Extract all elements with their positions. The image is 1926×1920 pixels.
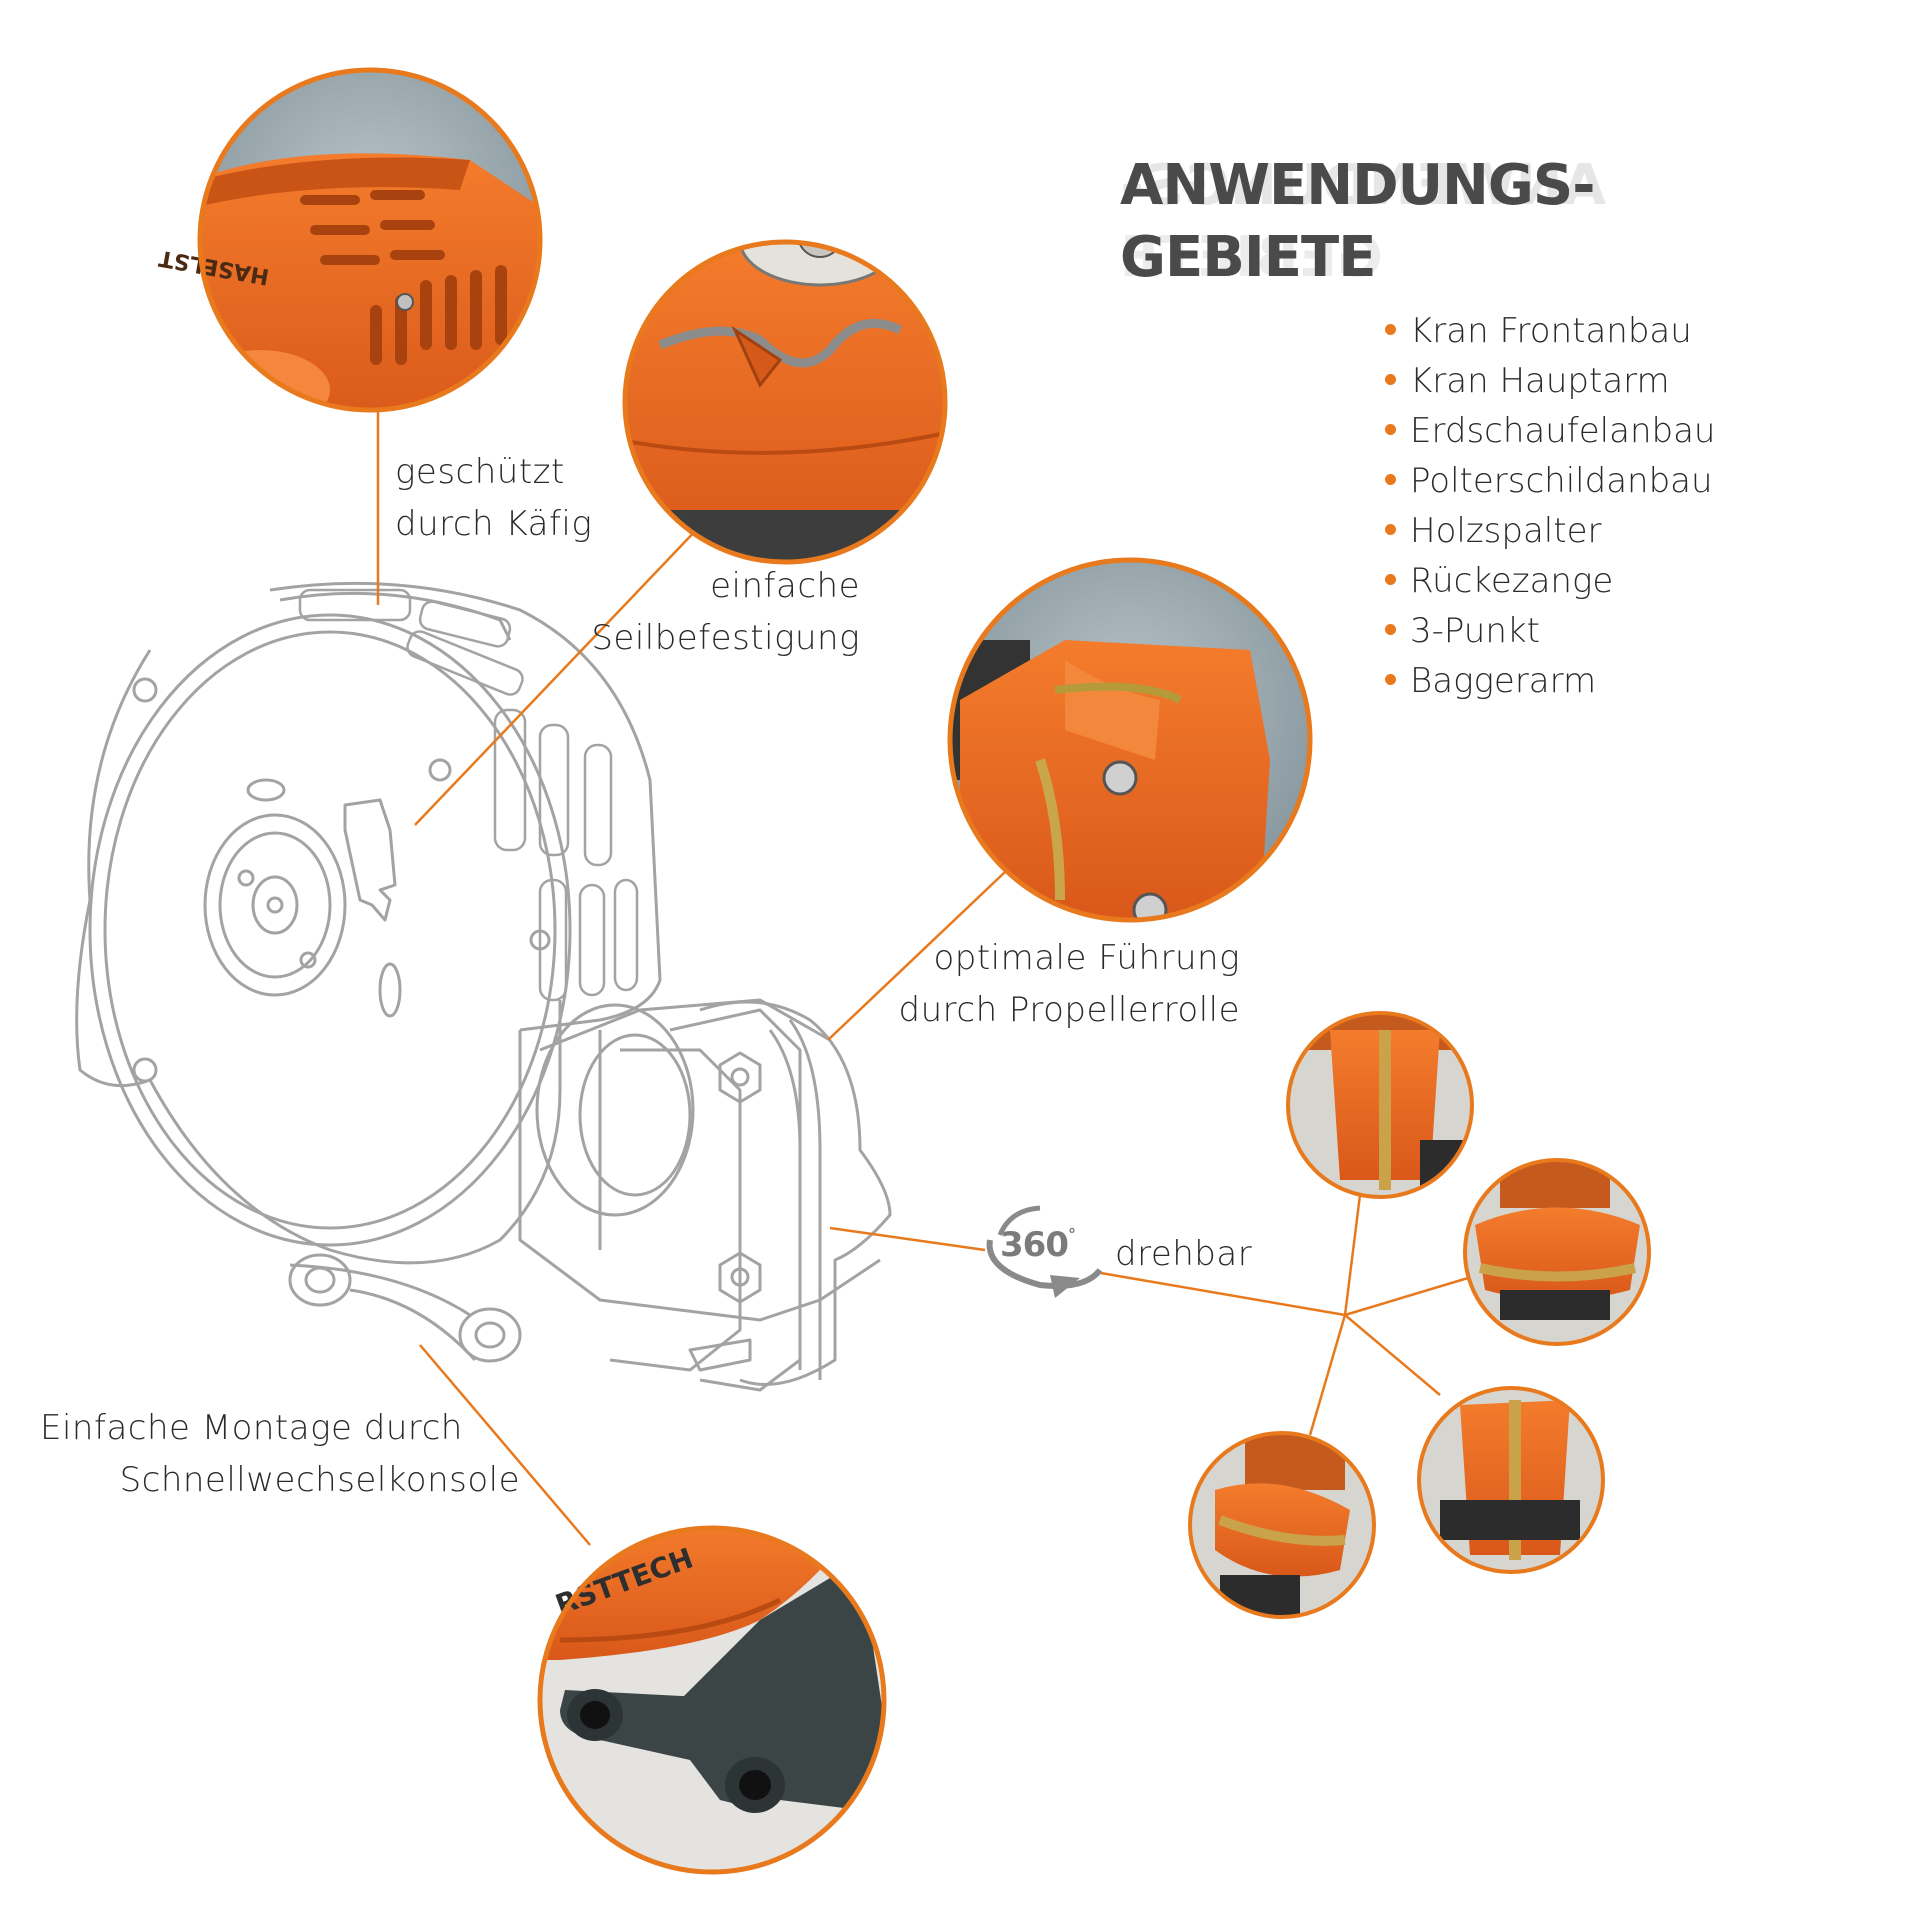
- callout-cage: geschützt durch Käfig: [395, 452, 593, 544]
- bullet-dot-icon: [1385, 674, 1396, 685]
- photo-cage: HASELST: [157, 67, 543, 413]
- rotate-360-icon: [986, 1205, 1103, 1298]
- bullet-dot-icon: [1385, 324, 1396, 335]
- photo-rotation-4: [1188, 1431, 1376, 1619]
- list-item: Holzspalter: [1385, 506, 1715, 556]
- applications-list: Kran Frontanbau Kran Hauptarm Erdschaufe…: [1385, 306, 1715, 706]
- photo-rotation-1: [1286, 1011, 1474, 1199]
- heading-line-2: GEBIETE: [1120, 225, 1376, 290]
- bullet-dot-icon: [1385, 374, 1396, 385]
- list-item: Polterschildanbau: [1385, 456, 1715, 506]
- list-item: Rückezange: [1385, 556, 1715, 606]
- heading-line-1: ANWENDUNGS-: [1120, 153, 1595, 218]
- photo-rope-attachment: [622, 239, 948, 565]
- callout-mount: Einfache Montage durch Schnellwechselkon…: [40, 1408, 520, 1500]
- list-item: Kran Frontanbau: [1385, 306, 1715, 356]
- rotation-number: 360°: [1000, 1225, 1076, 1265]
- photo-rotation-2: [1463, 1158, 1651, 1346]
- bullet-dot-icon: [1385, 624, 1396, 635]
- callout-rotation: drehbar: [1115, 1234, 1253, 1274]
- photo-console: RSTTECH: [537, 1525, 887, 1875]
- list-item: 3-Punkt: [1385, 606, 1715, 656]
- photo-rotation-3: [1417, 1386, 1605, 1574]
- callout-guide: optimale Führung durch Propellerrolle: [898, 938, 1240, 1030]
- list-item: Kran Hauptarm: [1385, 356, 1715, 406]
- winch-outline-drawing: [75, 581, 892, 1392]
- bullet-dot-icon: [1385, 574, 1396, 585]
- bullet-dot-icon: [1385, 524, 1396, 535]
- list-item: Erdschaufelanbau: [1385, 406, 1715, 456]
- bullet-dot-icon: [1385, 424, 1396, 435]
- callout-rope: einfache Seilbefestigung: [591, 566, 860, 658]
- leader-lines: [376, 410, 1469, 1546]
- list-item: Baggerarm: [1385, 656, 1715, 706]
- applications-heading: ANWENDUNGS- ANWENDUNGS- GEBIETE GEBIETE: [1120, 150, 1910, 294]
- photo-propeller-guide: [947, 557, 1313, 923]
- bullet-dot-icon: [1385, 474, 1396, 485]
